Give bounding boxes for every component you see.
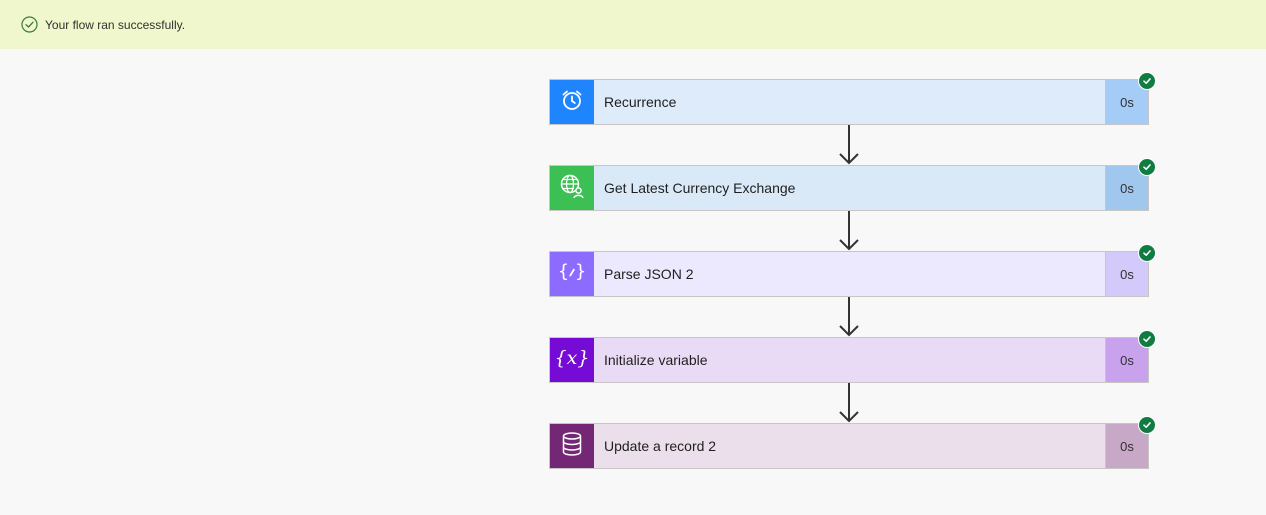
step-title: Recurrence: [604, 94, 677, 110]
step-parse-json-2[interactable]: { } Parse JSON 2 0s: [549, 244, 1156, 297]
step-title: Parse JSON 2: [604, 266, 694, 282]
braces-x-icon: {x}: [555, 345, 590, 376]
flow-canvas: Recurrence 0s G: [549, 72, 1156, 469]
check-circle-icon: [21, 16, 38, 33]
banner-message: Your flow ran successfully.: [45, 17, 186, 32]
step-duration: 0s: [1105, 166, 1148, 210]
flow-connector-arrow: [549, 125, 1149, 165]
alarm-clock-icon: [560, 88, 584, 117]
success-check-icon: [1138, 244, 1156, 262]
success-banner: Your flow ran successfully.: [0, 0, 1266, 49]
success-check-icon: [1138, 416, 1156, 434]
braces-pen-icon: { }: [558, 259, 587, 290]
success-check-icon: [1138, 158, 1156, 176]
step-icon-container: [550, 166, 594, 210]
step-get-latest-currency-exchange[interactable]: Get Latest Currency Exchange 0s: [549, 158, 1156, 211]
step-icon-container: [550, 80, 594, 124]
step-title: Initialize variable: [604, 352, 708, 368]
step-recurrence[interactable]: Recurrence 0s: [549, 72, 1156, 125]
step-title: Update a record 2: [604, 438, 717, 454]
flow-connector-arrow: [549, 297, 1149, 337]
step-initialize-variable[interactable]: {x} Initialize variable 0s: [549, 330, 1156, 383]
flow-connector-arrow: [549, 211, 1149, 251]
step-title: Get Latest Currency Exchange: [604, 180, 796, 196]
step-update-a-record-2[interactable]: Update a record 2 0s: [549, 416, 1156, 469]
success-check-icon: [1138, 330, 1156, 348]
globe-person-icon: [559, 173, 585, 204]
success-check-icon: [1138, 72, 1156, 90]
svg-text:{x}: {x}: [556, 347, 588, 369]
step-icon-container: {x}: [550, 338, 594, 382]
database-icon: [560, 431, 584, 462]
step-icon-container: [550, 424, 594, 468]
step-duration: 0s: [1105, 80, 1148, 124]
flow-connector-arrow: [549, 383, 1149, 423]
step-icon-container: { }: [550, 252, 594, 296]
